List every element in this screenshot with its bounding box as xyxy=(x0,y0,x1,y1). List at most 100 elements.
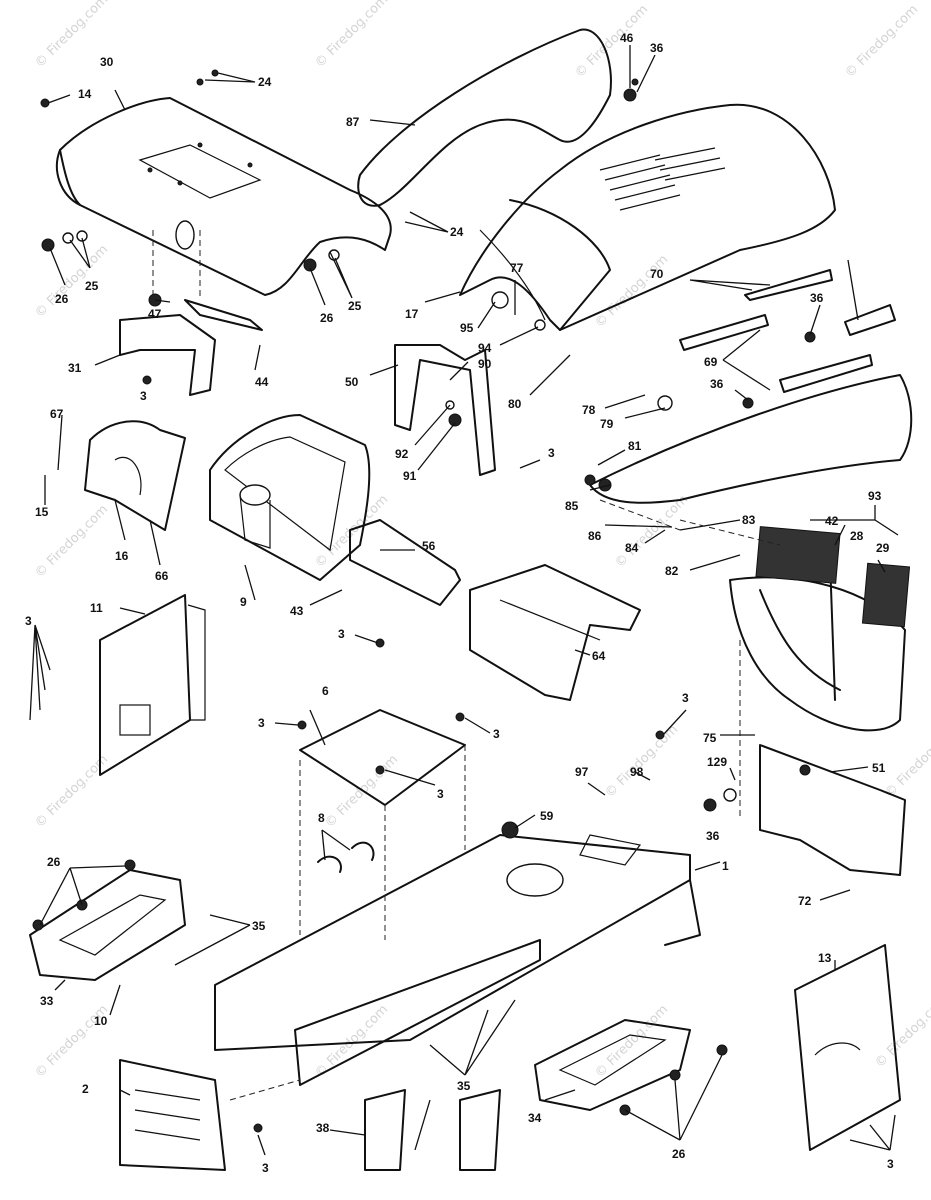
callout-16: 16 xyxy=(115,549,129,563)
callout-98: 98 xyxy=(630,765,644,779)
callout-56: 56 xyxy=(422,539,436,553)
callout-75: 75 xyxy=(703,731,717,745)
callout-59: 59 xyxy=(540,809,554,823)
watermark: © Firedog.com xyxy=(32,242,111,321)
callout-29: 29 xyxy=(876,541,890,555)
callout-77: 77 xyxy=(510,261,524,275)
rear-plate-2-part xyxy=(119,1059,226,1171)
callout-8: 8 xyxy=(318,811,325,825)
footrest-34-part xyxy=(534,1019,691,1111)
frame-1-part xyxy=(214,834,701,1086)
callout-78: 78 xyxy=(582,403,596,417)
callout-15: 15 xyxy=(35,505,49,519)
callout-3: 3 xyxy=(437,787,444,801)
callout-36: 36 xyxy=(810,291,824,305)
callout-86: 86 xyxy=(588,529,602,543)
callout-67: 67 xyxy=(50,407,64,421)
watermark: © Firedog.com xyxy=(592,1002,671,1081)
callout-94: 94 xyxy=(478,341,492,355)
callout-93: 93 xyxy=(868,489,882,503)
callout-26: 26 xyxy=(672,1147,686,1161)
callout-35: 35 xyxy=(457,1079,471,1093)
callout-11: 11 xyxy=(90,601,103,615)
callout-50: 50 xyxy=(345,375,359,389)
leader-lines xyxy=(29,45,899,1156)
callout-72: 72 xyxy=(798,894,812,908)
watermark: © Firedog.com xyxy=(842,2,921,81)
side-panel-part xyxy=(84,420,186,531)
plate-44-part xyxy=(184,299,263,331)
callout-64: 64 xyxy=(592,649,606,663)
footrest-33-part xyxy=(29,869,186,981)
callout-3: 3 xyxy=(140,389,147,403)
callout-34: 34 xyxy=(528,1111,542,1125)
callout-38: 38 xyxy=(316,1121,330,1135)
callout-31: 31 xyxy=(68,361,82,375)
callout-85: 85 xyxy=(565,499,579,513)
callout-84: 84 xyxy=(625,541,639,555)
callout-66: 66 xyxy=(155,569,169,583)
hardware xyxy=(32,69,816,1133)
hood-brackets-part xyxy=(679,269,896,393)
callout-3: 3 xyxy=(548,446,555,460)
callout-24: 24 xyxy=(450,225,464,239)
callout-80: 80 xyxy=(508,397,522,411)
front-grille-part xyxy=(589,374,913,732)
callout-42: 42 xyxy=(825,514,839,528)
watermark: © Firedog.com xyxy=(592,252,671,331)
callout-91: 91 xyxy=(403,469,417,483)
hood-side-part xyxy=(357,28,612,207)
callout-46: 46 xyxy=(620,31,634,45)
callout-36: 36 xyxy=(650,41,664,55)
callout-47: 47 xyxy=(148,307,162,321)
callout-6: 6 xyxy=(322,684,329,698)
alignment-lines xyxy=(152,230,781,1101)
bracket-56-part xyxy=(349,519,461,606)
watermark: © Firedog.com xyxy=(312,492,391,571)
callout-92: 92 xyxy=(395,447,409,461)
mount-bracket-31-part xyxy=(119,314,216,396)
callout-26: 26 xyxy=(55,292,69,306)
callout-83: 83 xyxy=(742,513,756,527)
hood-part xyxy=(459,103,836,331)
clip-8-part xyxy=(317,841,375,873)
watermark: © Firedog.com xyxy=(322,752,401,831)
callout-30: 30 xyxy=(100,55,114,69)
watermark: © Firedog.com xyxy=(882,722,931,801)
callout-87: 87 xyxy=(346,115,360,129)
callout-17: 17 xyxy=(405,307,419,321)
watermark: © Firedog.com xyxy=(612,492,691,571)
watermark: © Firedog.com xyxy=(872,992,931,1071)
callout-25: 25 xyxy=(85,279,99,293)
callout-95: 95 xyxy=(460,321,474,335)
callout-79: 79 xyxy=(600,417,614,431)
callout-70: 70 xyxy=(650,267,664,281)
callout-129: 129 xyxy=(707,755,727,769)
callout-26: 26 xyxy=(320,311,334,325)
bracket-50-part xyxy=(394,344,496,476)
console-part xyxy=(209,414,371,581)
watermark: © Firedog.com xyxy=(312,0,391,71)
dash-cover-part xyxy=(55,97,392,296)
side-plate-11-part xyxy=(99,594,206,776)
callout-25: 25 xyxy=(348,299,362,313)
callout-51: 51 xyxy=(872,761,886,775)
bracket-38-part xyxy=(364,1089,501,1171)
callout-90: 90 xyxy=(478,357,492,371)
callout-69: 69 xyxy=(704,355,718,369)
callout-28: 28 xyxy=(850,529,864,543)
callout-44: 44 xyxy=(255,375,269,389)
callout-3: 3 xyxy=(338,627,345,641)
callout-10: 10 xyxy=(94,1014,108,1028)
support-64-part xyxy=(469,564,641,701)
callout-3: 3 xyxy=(25,614,32,628)
callout-24: 24 xyxy=(258,75,272,89)
callout-14: 14 xyxy=(78,87,92,101)
callout-9: 9 xyxy=(240,595,247,609)
callout-labels: 30 14 24 25 26 25 26 24 87 46 36 47 31 4… xyxy=(25,31,894,1175)
callout-97: 97 xyxy=(575,765,589,779)
callout-3: 3 xyxy=(262,1161,269,1175)
callout-3: 3 xyxy=(887,1157,894,1171)
callout-35: 35 xyxy=(252,919,266,933)
